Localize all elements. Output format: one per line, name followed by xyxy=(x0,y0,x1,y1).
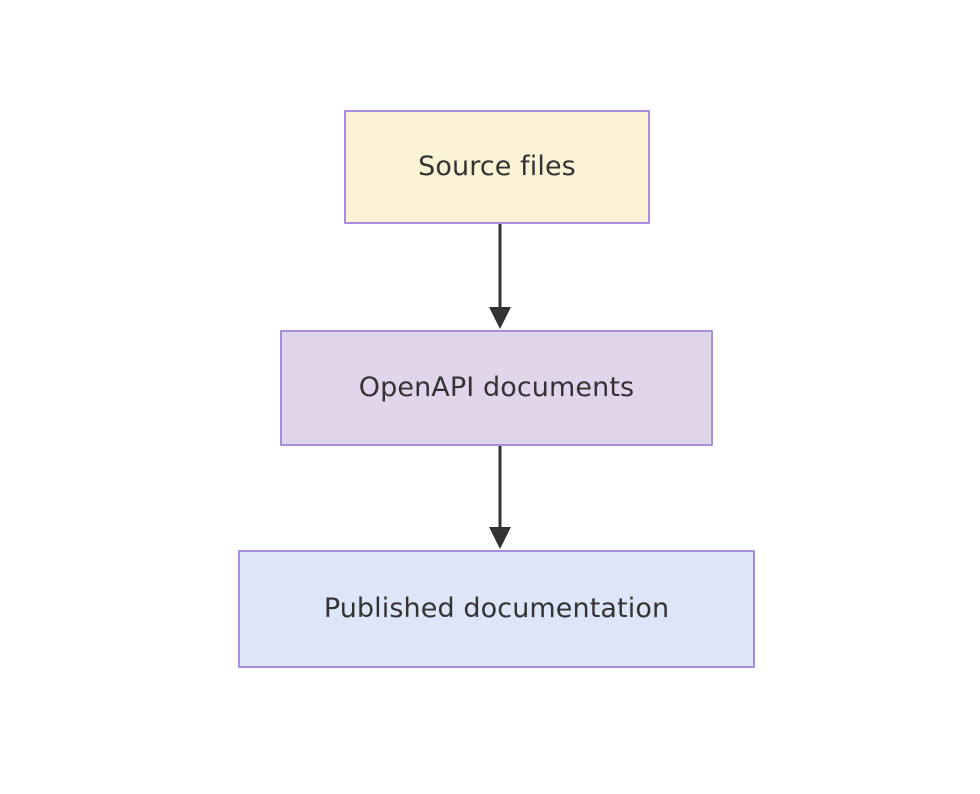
flow-node-label: Source files xyxy=(418,150,576,182)
edge-source-to-openapi xyxy=(489,224,511,329)
flow-node-label: Published documentation xyxy=(323,592,670,624)
edge-openapi-to-published xyxy=(489,446,511,549)
flow-node-label: OpenAPI documents xyxy=(358,371,635,403)
flow-node-published-documentation[interactable]: Published documentation xyxy=(238,550,755,668)
flow-node-openapi-documents[interactable]: OpenAPI documents xyxy=(280,330,713,446)
flow-node-source-files[interactable]: Source files xyxy=(344,110,650,224)
